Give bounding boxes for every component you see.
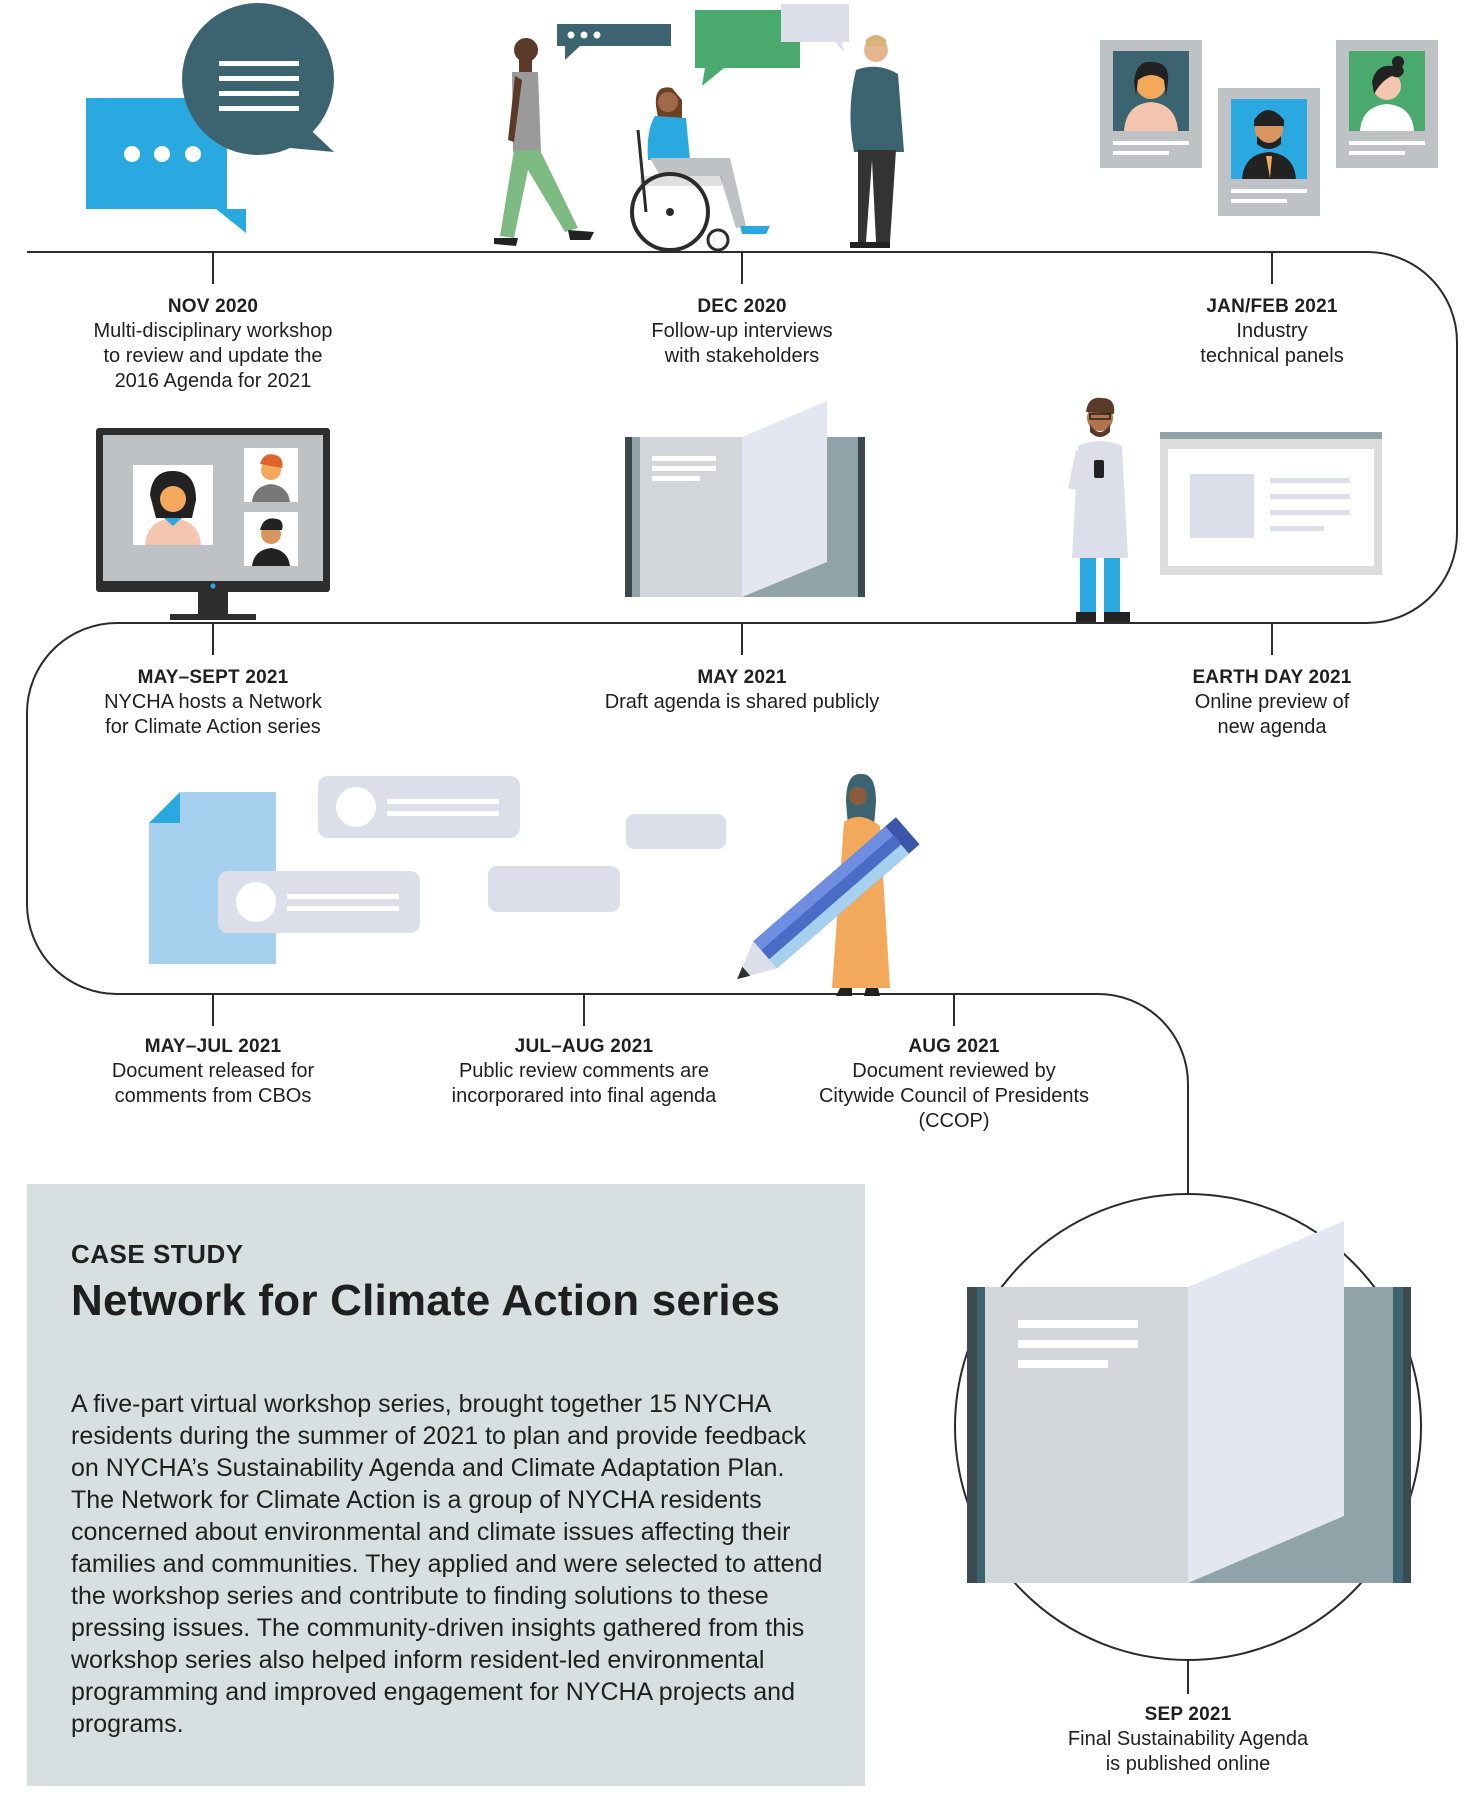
milestone-date: MAY–JUL 2021 <box>144 1036 282 1057</box>
milestone-date: MAY–SEPT 2021 <box>137 667 289 688</box>
milestone-text: Document released for comments from CBOs <box>111 1060 315 1107</box>
final-book-icon <box>954 1193 1422 1661</box>
case-study-label: CASE STUDY <box>71 1239 244 1269</box>
milestone-text: Final Sustainability Agenda is published… <box>1067 1728 1309 1775</box>
web-page-icon <box>1160 432 1382 575</box>
case-study-title: Network for Climate Action series <box>71 1276 781 1325</box>
case-study-panel: CASE STUDY Network for Climate Action se… <box>27 1184 865 1786</box>
milestone-date: JAN/FEB 2021 <box>1206 296 1338 317</box>
milestone-date: JUL–AUG 2021 <box>514 1036 654 1057</box>
tick-marks <box>212 252 1273 1694</box>
milestone-date: SEP 2021 <box>1144 1704 1232 1725</box>
timeline-path <box>26 251 1458 1197</box>
milestone-date: DEC 2020 <box>697 296 787 317</box>
milestone-jan-feb-2021: JAN/FEB 2021 Industry technical panels <box>1102 294 1442 369</box>
milestone-dec-2020: DEC 2020 Follow-up interviews with stake… <box>572 294 912 369</box>
milestone-nov-2020: NOV 2020 Multi-disciplinary workshop to … <box>43 294 383 394</box>
woman-with-pencil-icon <box>737 773 920 996</box>
milestone-earth-day-2021: EARTH DAY 2021 Online preview of new age… <box>1102 665 1442 740</box>
milestone-aug-2021: AUG 2021 Document reviewed by Citywide C… <box>784 1034 1124 1134</box>
people-conversation-icon <box>494 4 904 252</box>
milestone-may-sept-2021: MAY–SEPT 2021 NYCHA hosts a Network for … <box>43 665 383 740</box>
milestone-text: Public review comments are incorporared … <box>451 1060 717 1107</box>
milestone-date: AUG 2021 <box>908 1036 1000 1057</box>
milestone-text: Follow-up interviews with stakeholders <box>651 320 833 367</box>
milestone-jul-aug-2021: JUL–AUG 2021 Public review comments are … <box>414 1034 754 1109</box>
milestone-text: Draft agenda is shared publicly <box>604 691 880 713</box>
milestone-text: Multi-disciplinary workshop to review an… <box>93 320 333 392</box>
milestone-text: Online preview of new agenda <box>1194 691 1350 738</box>
milestone-date: NOV 2020 <box>167 296 259 317</box>
milestone-sep-2021: SEP 2021 Final Sustainability Agenda is … <box>1018 1702 1358 1777</box>
profile-cards-icon <box>1100 40 1438 216</box>
milestone-text: Document reviewed by Citywide Council of… <box>818 1060 1090 1132</box>
milestone-text: NYCHA hosts a Network for Climate Action… <box>104 691 322 738</box>
case-study-body: A five-part virtual workshop series, bro… <box>71 1390 823 1738</box>
comment-cards-icon <box>218 776 726 933</box>
milestone-date: MAY 2021 <box>697 667 787 688</box>
open-book-icon <box>625 401 865 597</box>
scientist-icon <box>1068 397 1130 622</box>
speech-bubbles-icon <box>86 3 334 233</box>
milestone-text: Industry technical panels <box>1200 320 1344 367</box>
milestone-may-2021: MAY 2021 Draft agenda is shared publicly <box>572 665 912 715</box>
video-call-monitor-icon <box>96 428 330 620</box>
milestone-date: EARTH DAY 2021 <box>1192 667 1352 688</box>
milestone-may-jul-2021: MAY–JUL 2021 Document released for comme… <box>43 1034 383 1109</box>
